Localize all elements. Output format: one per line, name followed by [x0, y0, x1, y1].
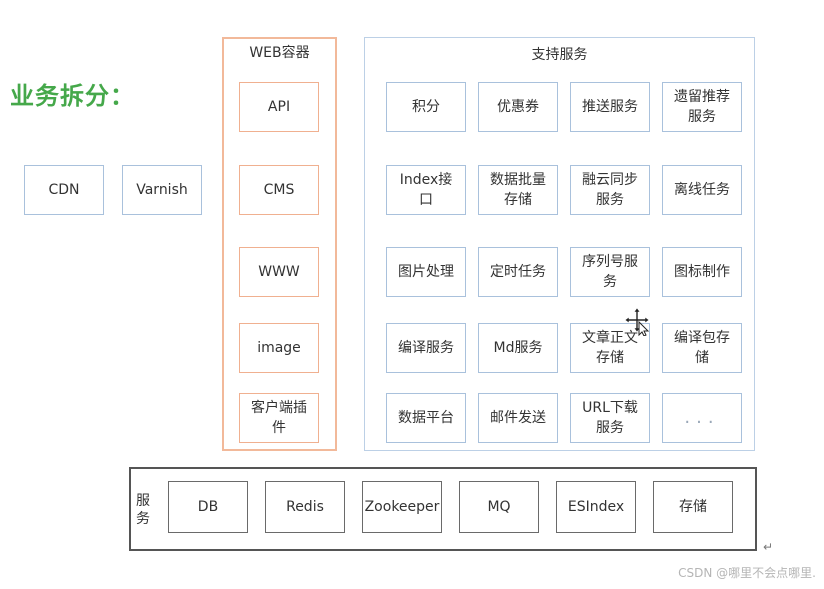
base-mq: MQ: [459, 481, 539, 533]
base-services-frame: [129, 467, 757, 551]
web-item-www: WWW: [239, 247, 319, 297]
return-mark-icon: ↵: [763, 540, 774, 554]
service-url-download: URL下载服务: [570, 393, 650, 443]
service-serial-number: 序列号服务: [570, 247, 650, 297]
service-points: 积分: [386, 82, 466, 132]
varnish-box: Varnish: [122, 165, 202, 215]
service-more: ...: [662, 393, 742, 443]
support-services-frame: [364, 37, 755, 451]
service-image-processing: 图片处理: [386, 247, 466, 297]
watermark: CSDN @哪里不会点哪里.: [678, 566, 816, 580]
service-legacy-recommend: 遗留推荐服务: [662, 82, 742, 132]
support-services-title: 支持服务: [531, 47, 588, 63]
service-article-storage: 文章正文存储: [570, 323, 650, 373]
service-md: Md服务: [478, 323, 558, 373]
base-redis: Redis: [265, 481, 345, 533]
service-mail-sending: 邮件发送: [478, 393, 558, 443]
move-cursor-icon: [624, 307, 650, 336]
service-data-platform: 数据平台: [386, 393, 466, 443]
service-scheduled-task: 定时任务: [478, 247, 558, 297]
web-item-cms: CMS: [239, 165, 319, 215]
service-index-api: Index接口: [386, 165, 466, 215]
web-item-client-plugin: 客户端插件: [239, 393, 319, 443]
web-container-frame: [222, 37, 337, 451]
service-rongcloud-sync: 融云同步服务: [570, 165, 650, 215]
cdn-box: CDN: [24, 165, 104, 215]
service-compile-package-storage: 编译包存储: [662, 323, 742, 373]
base-esindex: ESIndex: [556, 481, 636, 533]
base-services-label: 服务: [136, 493, 150, 527]
base-db: DB: [168, 481, 248, 533]
web-item-image: image: [239, 323, 319, 373]
service-coupon: 优惠券: [478, 82, 558, 132]
base-zookeeper: Zookeeper: [362, 481, 442, 533]
service-offline-task: 离线任务: [662, 165, 742, 215]
web-item-api: API: [239, 82, 319, 132]
service-compile: 编译服务: [386, 323, 466, 373]
page-title: 业务拆分：: [10, 82, 135, 110]
service-icon-making: 图标制作: [662, 247, 742, 297]
base-storage: 存储: [653, 481, 733, 533]
service-batch-storage: 数据批量存储: [478, 165, 558, 215]
web-container-title: WEB容器: [249, 45, 310, 61]
service-push: 推送服务: [570, 82, 650, 132]
